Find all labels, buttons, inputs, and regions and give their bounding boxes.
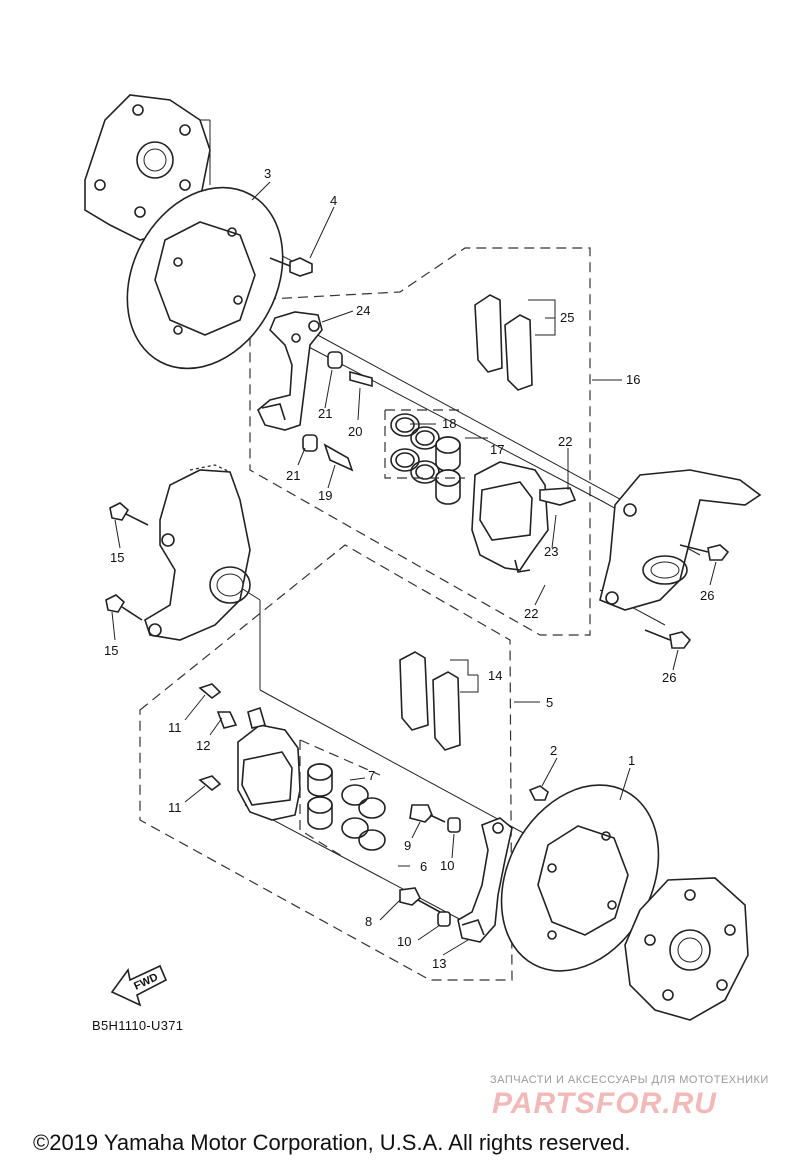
callout-2: 2 [550, 743, 557, 758]
callout-7: 7 [368, 768, 375, 783]
brake-disc-3 [126, 186, 284, 370]
bolts-15 [105, 502, 149, 621]
callout-23: 23 [544, 544, 558, 559]
callout-11-lower: 11 [168, 800, 182, 815]
callout-5: 5 [546, 695, 553, 710]
callout-4: 4 [330, 193, 337, 208]
bolt-4 [269, 257, 313, 277]
callout-10-upper: 10 [440, 858, 454, 873]
callout-24: 24 [356, 303, 370, 318]
bolts-26 [644, 544, 730, 649]
upper-caliper-body [471, 461, 577, 573]
callout-21-upper: 21 [318, 406, 332, 421]
leader-lines [111, 181, 717, 956]
callout-11-upper: 11 [168, 720, 182, 735]
callout-15-lower: 15 [104, 643, 118, 658]
callout-22-lower: 22 [524, 606, 538, 621]
pins-8-9-10 [399, 804, 461, 927]
bleeder-2 [528, 785, 549, 801]
caliper-bracket-13 [457, 817, 513, 943]
callout-26-lower: 26 [662, 670, 676, 685]
callout-16: 16 [626, 372, 640, 387]
callout-18: 18 [442, 416, 456, 431]
group-16-box [249, 247, 591, 636]
callout-14: 14 [488, 668, 502, 683]
callout-19: 19 [318, 488, 332, 503]
lower-caliper-body [198, 683, 301, 821]
knuckle-left [144, 464, 251, 641]
callout-3: 3 [264, 166, 271, 181]
forward-arrow: FWD [110, 964, 168, 1007]
lower-caliper-internals [299, 739, 386, 859]
diagram-code: B5H1110-U371 [92, 1018, 183, 1033]
copyright-notice: ©2019 Yamaha Motor Corporation, U.S.A. A… [33, 1130, 630, 1155]
knuckle-upper-right [599, 469, 762, 611]
callout-9: 9 [404, 838, 411, 853]
callout-17: 17 [490, 442, 504, 457]
callout-labels: 3 4 24 25 16 21 20 18 17 22 21 19 23 15 … [104, 166, 714, 971]
callout-21-lower: 21 [286, 468, 300, 483]
brake-disc-1 [500, 784, 660, 972]
caliper-bracket-24 [257, 311, 323, 431]
brake-pads-25 [474, 294, 533, 391]
group-5-box [139, 544, 513, 981]
callout-20: 20 [348, 424, 362, 439]
callout-15-upper: 15 [110, 550, 124, 565]
callout-8: 8 [365, 914, 372, 929]
callout-6: 6 [420, 859, 427, 874]
watermark-logo: PARTSFOR.RU [492, 1087, 717, 1120]
callout-13: 13 [432, 956, 446, 971]
callout-22-upper: 22 [558, 434, 572, 449]
callout-12: 12 [196, 738, 210, 753]
brake-pads-14 [399, 651, 461, 751]
callout-1: 1 [628, 753, 635, 768]
callout-10-lower: 10 [397, 934, 411, 949]
lower-hub [624, 877, 749, 1021]
watermark-tagline: ЗАПЧАСТИ И АКСЕССУАРЫ ДЛЯ МОТОТЕХНИКИ [490, 1074, 769, 1086]
callout-26-upper: 26 [700, 588, 714, 603]
callout-25: 25 [560, 310, 574, 325]
upper-caliper-internals [302, 351, 465, 505]
